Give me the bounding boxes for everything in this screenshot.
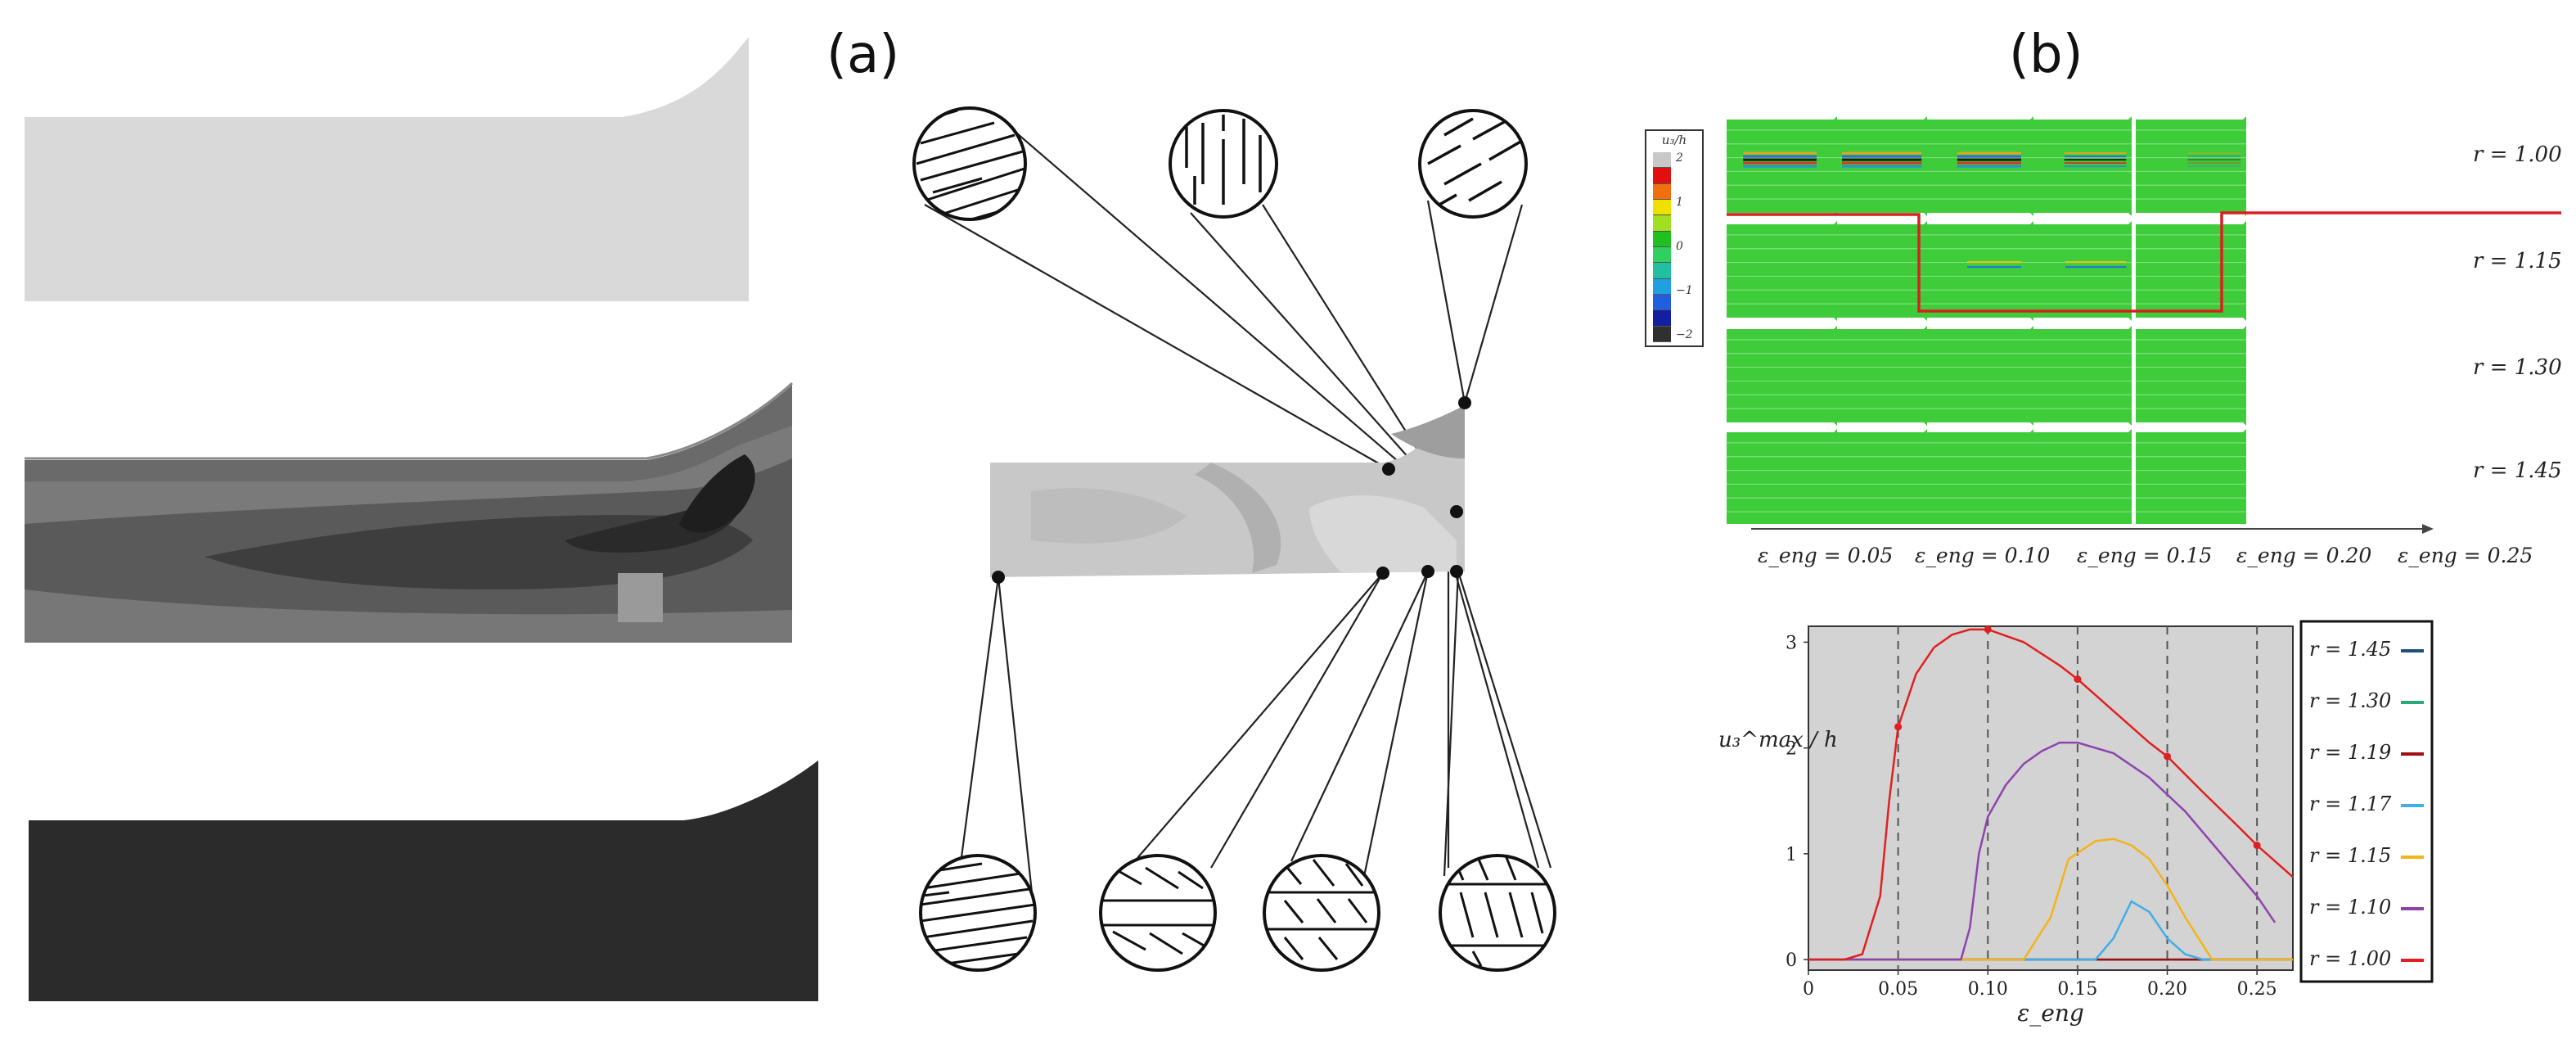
x-axis-label: ε_eng	[2017, 1000, 2084, 1027]
colorbar-swatch	[1653, 278, 1671, 295]
colorbar-swatch	[1653, 183, 1671, 200]
x-tick-label: 0.05	[1878, 979, 1918, 1000]
colorbar-swatch	[1653, 246, 1671, 264]
data-point-marker	[2074, 675, 2082, 684]
deflection-tile	[2021, 116, 2132, 216]
row-label: r = 1.30	[2473, 355, 2562, 380]
strip-uniform-dark	[29, 760, 818, 1001]
colorbar-swatch	[1653, 152, 1671, 169]
deflection-chart: 0 0.05 0.10 0.15 0.20 0.25 0 1 2 3 ε_eng u₃^max / h…	[1718, 620, 2434, 1027]
colorbar: u₃/h 2 1 0 −1 −2	[1645, 129, 1704, 347]
col-label: ε_eng = 0.10	[1915, 544, 2051, 567]
y-tick-label: 0	[1786, 950, 1797, 971]
fiber-circle-top-2	[1169, 109, 1278, 219]
stability-boundary-line	[1727, 211, 2561, 313]
row-label: r = 1.00	[2473, 142, 2562, 167]
series-line	[1808, 838, 2293, 961]
colorbar-swatch	[1653, 263, 1671, 279]
deflection-tile	[1817, 116, 1927, 216]
col-label: ε_eng = 0.25	[2398, 544, 2533, 567]
col-label: ε_eng = 0.20	[2236, 544, 2372, 567]
deflection-tile	[2136, 326, 2246, 426]
central-beam	[990, 403, 1465, 577]
colorbar-tick: 0	[1676, 240, 1683, 253]
colorbar-swatch	[1653, 310, 1671, 327]
strip-contour-gradient	[25, 382, 794, 643]
x-tick-label: 0.15	[2057, 979, 2097, 1000]
y-tick-label: 1	[1786, 845, 1797, 865]
y-tick-label: 2	[1786, 739, 1797, 760]
x-tick-label: 0.20	[2147, 979, 2187, 1000]
fiber-circle-top-1	[912, 106, 1027, 221]
colorbar-tick: 2	[1676, 151, 1683, 165]
deflection-tile	[1817, 429, 1927, 529]
colorbar-gradient	[1653, 152, 1671, 342]
legend-label: r = 1.15	[2309, 844, 2391, 867]
deflection-tile	[2021, 221, 2132, 321]
panel-label-b: (b)	[2009, 25, 2083, 85]
fiber-circle-top-3	[1418, 109, 1528, 219]
x-tick-label: 0.25	[2237, 979, 2277, 1000]
legend-label: r = 1.30	[2309, 689, 2391, 712]
col-label: ε_eng = 0.15	[2077, 544, 2213, 567]
legend-label: r = 1.00	[2309, 947, 2391, 970]
data-point-marker	[2253, 842, 2261, 850]
colorbar-swatch	[1653, 231, 1671, 247]
legend-label: r = 1.10	[2309, 896, 2391, 919]
legend-box	[2299, 620, 2434, 983]
colorbar-tick: −1	[1676, 284, 1693, 297]
x-tick-label: 0	[1803, 979, 1814, 1000]
fiber-orientation-diagram	[912, 106, 1556, 972]
colorbar-tick: 1	[1676, 196, 1683, 209]
series-line	[1808, 741, 2277, 961]
row-label: r = 1.45	[2473, 458, 2562, 483]
deflection-tile	[2021, 429, 2132, 529]
data-point-marker	[1894, 723, 1903, 731]
y-tick-label: 3	[1786, 633, 1797, 653]
tile-grid-svg	[1727, 116, 2561, 529]
deflection-tile	[2136, 429, 2246, 529]
colorbar-tick: −2	[1676, 328, 1693, 341]
colorbar-ticks: 2 1 0 −1 −2	[1676, 147, 1693, 346]
x-tick-label: 0.10	[1968, 979, 2008, 1000]
y-axis-label: u₃^max / h	[1718, 728, 1838, 752]
panel-label-a: (a)	[826, 25, 900, 85]
colorbar-swatch	[1653, 168, 1671, 184]
data-point-marker	[1984, 625, 1992, 634]
data-point-marker	[2164, 752, 2172, 761]
fiber-circle-bottom-2	[1099, 854, 1217, 972]
colorbar-title: u₃/h	[1661, 133, 1687, 147]
fiber-circle-bottom-4	[1439, 854, 1556, 972]
colorbar-swatch	[1653, 215, 1671, 232]
colorbar-swatch	[1653, 294, 1671, 311]
deflection-tile	[1817, 326, 1927, 426]
deflection-tile	[1923, 326, 2033, 426]
deflection-tile	[1817, 221, 1927, 321]
deformation-strips	[25, 37, 818, 1001]
sample-points	[992, 396, 1471, 584]
colorbar-swatch	[1653, 199, 1671, 216]
deflection-tile	[2021, 326, 2132, 426]
strain-axis-arrow	[1751, 524, 2434, 534]
legend-label: r = 1.19	[2309, 741, 2391, 764]
deflection-tile	[2136, 221, 2246, 321]
col-label: ε_eng = 0.05	[1758, 544, 1894, 567]
deflection-map-grid	[1727, 115, 2561, 529]
leader-lines	[924, 118, 1552, 901]
fiber-circle-bottom-1	[919, 854, 1037, 972]
deflection-tile	[2136, 116, 2246, 216]
row-label: r = 1.15	[2473, 249, 2562, 273]
colorbar-swatch	[1653, 326, 1671, 342]
fiber-circle-bottom-3	[1263, 854, 1380, 972]
strip-uniform-light	[25, 37, 749, 301]
legend-label: r = 1.17	[2309, 792, 2392, 815]
deflection-tile	[1923, 221, 2033, 321]
deflection-tile	[1923, 116, 2033, 216]
deflection-tile	[1923, 429, 2033, 529]
legend-label: r = 1.45	[2309, 638, 2391, 661]
series-line	[1808, 900, 2293, 961]
